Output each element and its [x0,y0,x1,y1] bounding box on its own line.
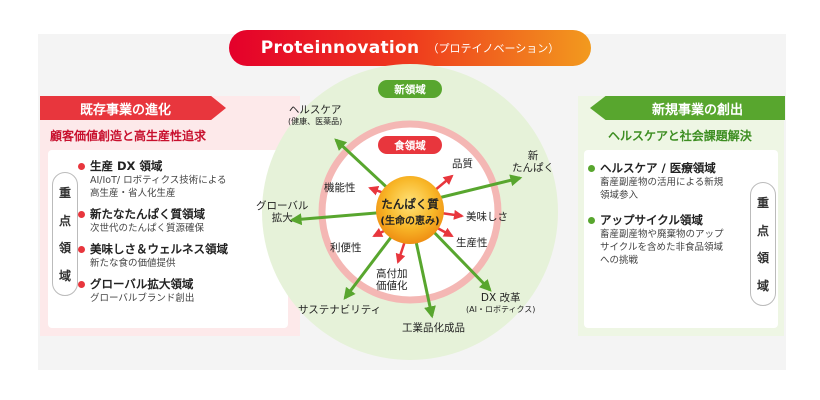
item-title: 新たなたんぱく質領域 [90,207,205,221]
label-new-protein: 新 たんぱく [512,150,554,174]
focus-char: 域 [58,268,71,283]
label-sustainability: サステナビリティ [298,304,382,316]
label-function: 機能性 [324,182,356,194]
focus-char: 領 [58,241,71,256]
focus-char: 重 [756,196,769,211]
item-title: グローバル拡大領域 [90,277,194,291]
focus-char: 点 [58,213,71,228]
label-healthcare: ヘルスケア (健康、医薬品) [288,104,343,126]
label-productivity: 生産性 [456,237,488,249]
list-item: ヘルスケア / 医療領域 畜産副産物の活用による新規 領域参入 [588,160,738,202]
list-item: アップサイクル領域 畜産副産物や廃棄物のアップ サイクルを含めた非食品領域 への… [588,212,738,267]
list-item: グローバル拡大領域 グローバルブランド創出 [78,276,288,305]
arrow-healthcare [334,138,397,197]
focus-char: 重 [58,186,71,201]
bullet-icon [78,245,85,253]
item-desc: への挑戦 [600,255,639,266]
label-global: グローバル 拡大 [256,200,309,224]
item-desc: 高生産・省人化生産 [90,188,176,199]
item-title: アップサイクル領域 [600,213,703,227]
item-title: ヘルスケア / 医療領域 [600,161,716,175]
arrow-sustainability [343,227,400,300]
center-label: たんぱく質 (生命の恵み) [360,196,460,227]
title-sub: （プロテイノベーション） [427,42,560,55]
item-title: 美味しさ＆ウェルネス領域 [90,242,228,256]
food-domain-label: 食領域 [378,136,442,154]
item-desc: 畜産副産物の活用による新規 [600,177,724,188]
label-industrial: 工業品化成品 [402,322,465,334]
item-desc: AI/IoT/ ロボティクス技術による [90,175,227,186]
sun-icon [376,176,444,244]
new-focus-list: ヘルスケア / 医療領域 畜産副産物の活用による新規 領域参入 アップサイクル領… [588,160,738,273]
item-desc: グローバルブランド創出 [90,293,195,304]
item-desc: 領域参入 [600,190,639,201]
focus-area-label-right: 重 点 領 域 [750,182,776,306]
existing-focus-list: 生産 DX 領域 AI/IoT/ ロボティクス技術による 高生産・省人化生産 新… [78,158,288,311]
arrow-global [289,210,389,226]
label-taste: 美味しさ [466,211,508,223]
item-desc: 畜産副産物や廃棄物のアップ [600,229,724,240]
label-value-added: 高付加 価値化 [376,268,408,292]
bullet-icon [78,162,85,170]
existing-business-header: 既存事業の進化 [40,96,226,120]
center-main: たんぱく質 [381,197,439,211]
new-business-header: 新規事業の創出 [590,96,785,120]
item-title: 生産 DX 領域 [90,159,163,173]
arrow-dx [426,224,492,292]
focus-area-label-left: 重 点 領 域 [52,172,78,296]
focus-char: 点 [756,223,769,238]
bullet-icon [588,164,595,172]
bullet-icon [588,216,595,224]
item-desc: サイクルを含めた非食品領域 [600,242,724,253]
new-business-box [584,150,778,328]
center-sub: (生命の恵み) [380,216,440,227]
bullet-icon [78,210,85,218]
item-desc: 新たな食の価値提供 [90,258,176,269]
focus-char: 域 [756,278,769,293]
title-main: Proteinnovation [260,38,420,58]
item-desc: 次世代のたんぱく質源確保 [90,223,205,234]
list-item: 美味しさ＆ウェルネス領域 新たな食の価値提供 [78,241,288,270]
existing-business-subtitle: 顧客価値創造と高生産性追求 [50,129,207,143]
arrow-industrial [412,231,436,319]
label-dx: DX 改革 (AI・ロボティクス) [466,292,536,314]
list-item: 生産 DX 領域 AI/IoT/ ロボティクス技術による 高生産・省人化生産 [78,158,288,200]
bullet-icon [78,280,85,288]
label-quality: 品質 [452,158,473,170]
title-banner: Proteinnovation （プロテイノベーション） [229,30,591,66]
label-convenience: 利便性 [330,242,362,254]
list-item: 新たなたんぱく質領域 次世代のたんぱく質源確保 [78,206,288,235]
new-domain-label: 新領域 [378,80,442,98]
new-business-subtitle: ヘルスケアと社会課題解決 [608,129,752,143]
focus-char: 領 [756,251,769,266]
arrow-new-protein [429,174,523,202]
existing-business-box [48,150,288,328]
